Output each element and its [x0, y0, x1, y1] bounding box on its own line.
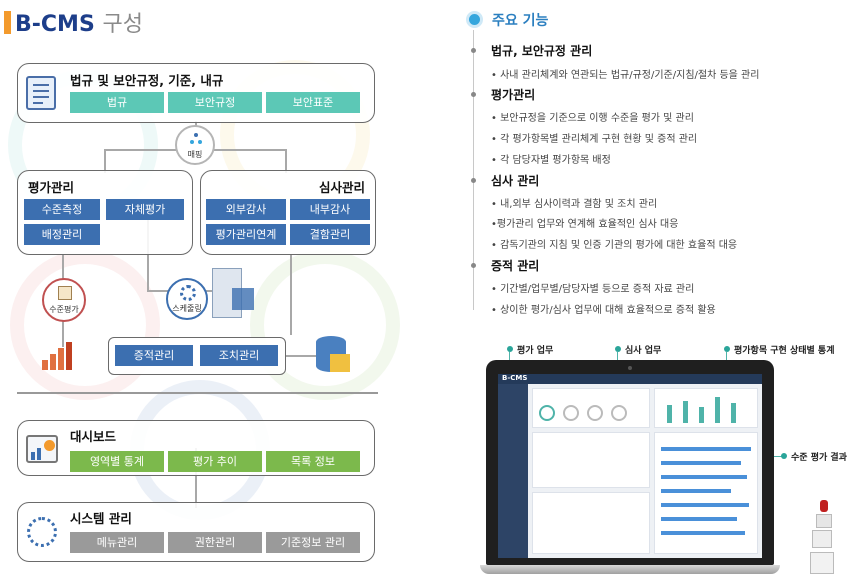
- app-sidebar: [498, 384, 528, 558]
- section-item: • 각 평가항목별 관리체계 구현 현황 및 증적 관리: [491, 134, 698, 145]
- section-title: 심사 관리: [491, 174, 540, 188]
- section-item: • 감독기관의 지침 및 인증 기관의 평가에 대한 효율적 대응: [491, 240, 738, 251]
- section-item: • 보안규정을 기준으로 이행 수준을 평가 및 관리: [491, 113, 694, 124]
- callout-audit-work: 심사 업무: [625, 346, 662, 356]
- database-icon: [316, 336, 350, 376]
- features-heading: 주요 기능: [492, 13, 549, 29]
- system-title: 시스템 관리: [70, 511, 132, 526]
- mapping-label: 매핑: [187, 150, 203, 159]
- callout-dot: [724, 346, 730, 352]
- security-rule-button[interactable]: 보안규정: [168, 92, 262, 113]
- section-dot: [471, 263, 476, 268]
- climbing-figure-icon: [806, 500, 846, 578]
- regulation-box: 법규 및 보안규정, 기준, 내규 법규 보안규정 보안표준: [17, 63, 375, 123]
- law-button[interactable]: 법규: [70, 92, 164, 113]
- scheduling-circle: 스케줄링: [166, 278, 208, 320]
- feature-timeline: [473, 30, 474, 310]
- connector: [285, 149, 287, 173]
- callout-eval-work: 평가 업무: [517, 346, 554, 356]
- title-accent-bar: [4, 11, 11, 34]
- app-progress-panel: [654, 432, 758, 554]
- app-panel: [532, 388, 650, 428]
- server-icon: [206, 268, 256, 322]
- app-chart-panel: [654, 388, 758, 428]
- section-title: 법규, 보안규정 관리: [491, 44, 593, 58]
- section-item: • 내,외부 심사이력과 결함 및 조치 관리: [491, 199, 658, 210]
- document-icon: [26, 76, 56, 110]
- evidence-manage-button[interactable]: 증적관리: [115, 345, 193, 366]
- settings-icon: [27, 517, 57, 547]
- assign-manage-button[interactable]: 배정관리: [24, 224, 100, 245]
- evaluation-box: 평가관리 수준측정 자체평가 배정관리: [17, 170, 193, 255]
- callout-dot: [615, 346, 621, 352]
- action-manage-button[interactable]: 조치관리: [200, 345, 278, 366]
- audit-title: 심사관리: [318, 180, 365, 195]
- schedule-label: 스케줄링: [172, 304, 202, 313]
- watermark-circle: [250, 250, 400, 400]
- callout-level-result: 수준 평가 결과: [791, 453, 847, 463]
- internal-audit-button[interactable]: 내부감사: [290, 199, 370, 220]
- list-info-button[interactable]: 목록 정보: [266, 451, 360, 472]
- feature-bullet-icon: [466, 11, 483, 28]
- eval-link-button[interactable]: 평가관리연계: [206, 224, 286, 245]
- audit-box: 심사관리 외부감사 내부감사 평가관리연계 결함관리: [200, 170, 376, 255]
- section-title: 평가관리: [491, 88, 536, 102]
- growth-chart-icon: [40, 340, 80, 372]
- connector: [290, 255, 292, 335]
- laptop-screen: B-CMS: [498, 374, 762, 558]
- section-item: • 상이한 평가/심사 업무에 대해 효율적으로 증적 활용: [491, 305, 716, 316]
- gear-icon: [180, 285, 196, 301]
- regulation-title: 법규 및 보안규정, 기준, 내규: [70, 73, 224, 88]
- self-eval-button[interactable]: 자체평가: [106, 199, 184, 220]
- area-stats-button[interactable]: 영역별 통계: [70, 451, 164, 472]
- system-box: 시스템 관리 메뉴관리 권한관리 기준정보 관리: [17, 502, 375, 562]
- section-dot: [471, 178, 476, 183]
- base-info-button[interactable]: 기준정보 관리: [266, 532, 360, 553]
- connector: [104, 149, 106, 173]
- callout-dot: [507, 346, 513, 352]
- app-logo: B-CMS: [502, 374, 528, 382]
- level-measure-button[interactable]: 수준측정: [24, 199, 100, 220]
- connector: [285, 355, 325, 357]
- eval-trend-button[interactable]: 평가 추이: [168, 451, 262, 472]
- evaluation-title: 평가관리: [28, 180, 75, 195]
- auth-manage-button[interactable]: 권한관리: [168, 532, 262, 553]
- app-table-panel: [532, 492, 650, 554]
- section-item: • 각 담당자별 평가항목 배정: [491, 155, 611, 166]
- divider-line: [17, 392, 378, 394]
- callout-status-stats: 평가항목 구현 상태별 통계: [734, 346, 835, 356]
- defect-manage-button[interactable]: 결함관리: [290, 224, 370, 245]
- connector: [195, 448, 197, 508]
- laptop-camera: [628, 366, 632, 370]
- watermark-circle: [10, 250, 160, 400]
- section-dot: [471, 48, 476, 53]
- security-standard-button[interactable]: 보안표준: [266, 92, 360, 113]
- level-eval-circle: 수준평가: [42, 278, 86, 322]
- section-item: • 사내 관리체계와 연관되는 법규/규정/기준/지침/절차 등을 관리: [491, 70, 760, 81]
- report-icon: [58, 286, 72, 300]
- laptop-base: [480, 565, 780, 574]
- tracking-box: 증적관리 조치관리: [108, 337, 286, 375]
- section-item: • 기간별/업무별/담당자별 등으로 증적 자료 관리: [491, 284, 695, 295]
- laptop: B-CMS: [480, 360, 780, 578]
- section-title: 증적 관리: [491, 259, 540, 273]
- network-icon: [190, 133, 202, 145]
- level-eval-label: 수준평가: [49, 305, 79, 314]
- callout-dot: [781, 453, 787, 459]
- page-title: B-CMS 구성: [15, 12, 143, 37]
- dashboard-title: 대시보드: [70, 429, 117, 444]
- app-topbar: B-CMS: [498, 374, 762, 384]
- app-table-panel: [532, 432, 650, 488]
- section-dot: [471, 92, 476, 97]
- dashboard-icon: [26, 435, 58, 463]
- menu-manage-button[interactable]: 메뉴관리: [70, 532, 164, 553]
- dashboard-box: 대시보드 영역별 통계 평가 추이 목록 정보: [17, 420, 375, 476]
- external-audit-button[interactable]: 외부감사: [206, 199, 286, 220]
- mapping-circle: 매핑: [175, 125, 215, 165]
- section-item: •평가관리 업무와 연계해 효율적인 심사 대응: [491, 219, 679, 230]
